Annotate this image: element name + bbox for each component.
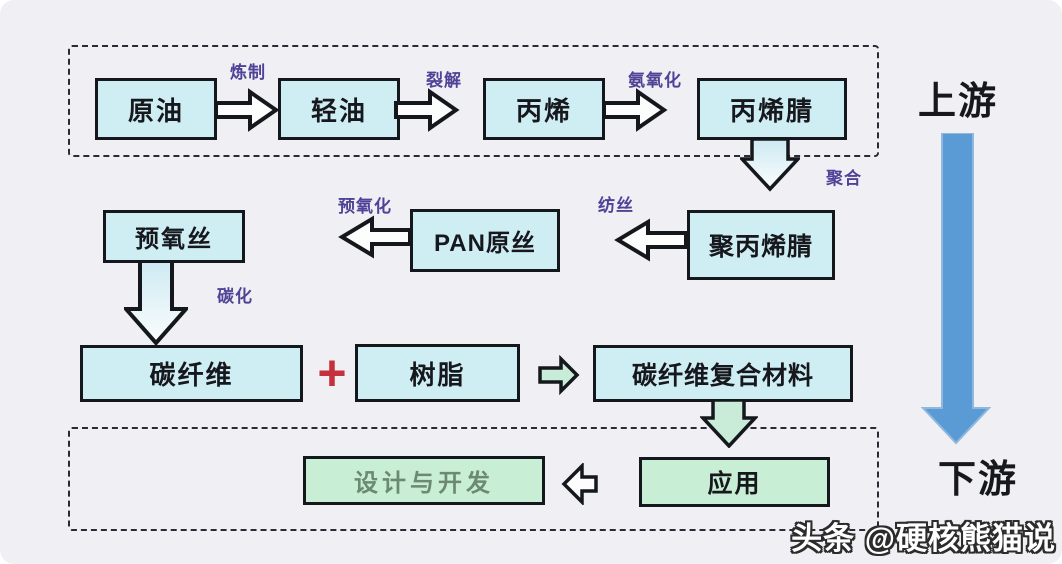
arrow-application-to-design-icon bbox=[561, 463, 598, 505]
label-ammoxidation: 氨氧化 bbox=[628, 71, 682, 90]
upstream-region-outline bbox=[68, 45, 879, 157]
label-pre-oxidation: 预氧化 bbox=[338, 197, 392, 216]
node-carbon-fiber-composite: 碳纤维复合材料 bbox=[593, 345, 853, 402]
downstream-region-outline bbox=[68, 427, 879, 531]
upstream-downstream-flow-arrow-icon bbox=[920, 133, 992, 445]
arrow-refining-icon bbox=[214, 88, 280, 132]
node-acrylonitrile: 丙烯腈 bbox=[697, 78, 847, 140]
node-light-oil: 轻油 bbox=[278, 78, 400, 140]
arrow-pre-oxidation-icon bbox=[338, 215, 412, 259]
node-carbon-fiber: 碳纤维 bbox=[80, 345, 303, 402]
label-cracking: 裂解 bbox=[426, 71, 462, 90]
plus-operator: + bbox=[317, 345, 347, 401]
downstream-label: 下游 bbox=[938, 459, 1019, 501]
node-crude-oil: 原油 bbox=[95, 78, 217, 140]
label-carbonization: 碳化 bbox=[217, 287, 253, 306]
arrow-to-application-icon bbox=[700, 400, 758, 448]
upstream-label: 上游 bbox=[918, 81, 999, 123]
arrow-compose-icon bbox=[538, 355, 580, 395]
node-application: 应用 bbox=[639, 457, 830, 507]
arrow-cracking-icon bbox=[394, 88, 460, 132]
arrow-ammoxidation-icon bbox=[602, 88, 668, 132]
arrow-carbonization-icon bbox=[124, 261, 188, 345]
node-polyacrylonitrile: 聚丙烯腈 bbox=[687, 210, 835, 280]
arrow-spinning-icon bbox=[614, 218, 688, 262]
label-refining: 炼制 bbox=[230, 63, 266, 82]
node-pre-oxidized-fiber: 预氧丝 bbox=[103, 210, 245, 263]
node-pan-precursor: PAN原丝 bbox=[410, 209, 560, 272]
label-spinning: 纺丝 bbox=[598, 196, 634, 215]
node-propylene: 丙烯 bbox=[483, 78, 605, 140]
watermark-text: 头条 @硬核熊猫说 bbox=[791, 521, 1056, 556]
node-resin: 树脂 bbox=[355, 344, 520, 402]
node-design-development: 设计与开发 bbox=[303, 456, 545, 505]
label-polymerization: 聚合 bbox=[826, 169, 862, 188]
arrow-polymerization-icon bbox=[740, 139, 800, 192]
